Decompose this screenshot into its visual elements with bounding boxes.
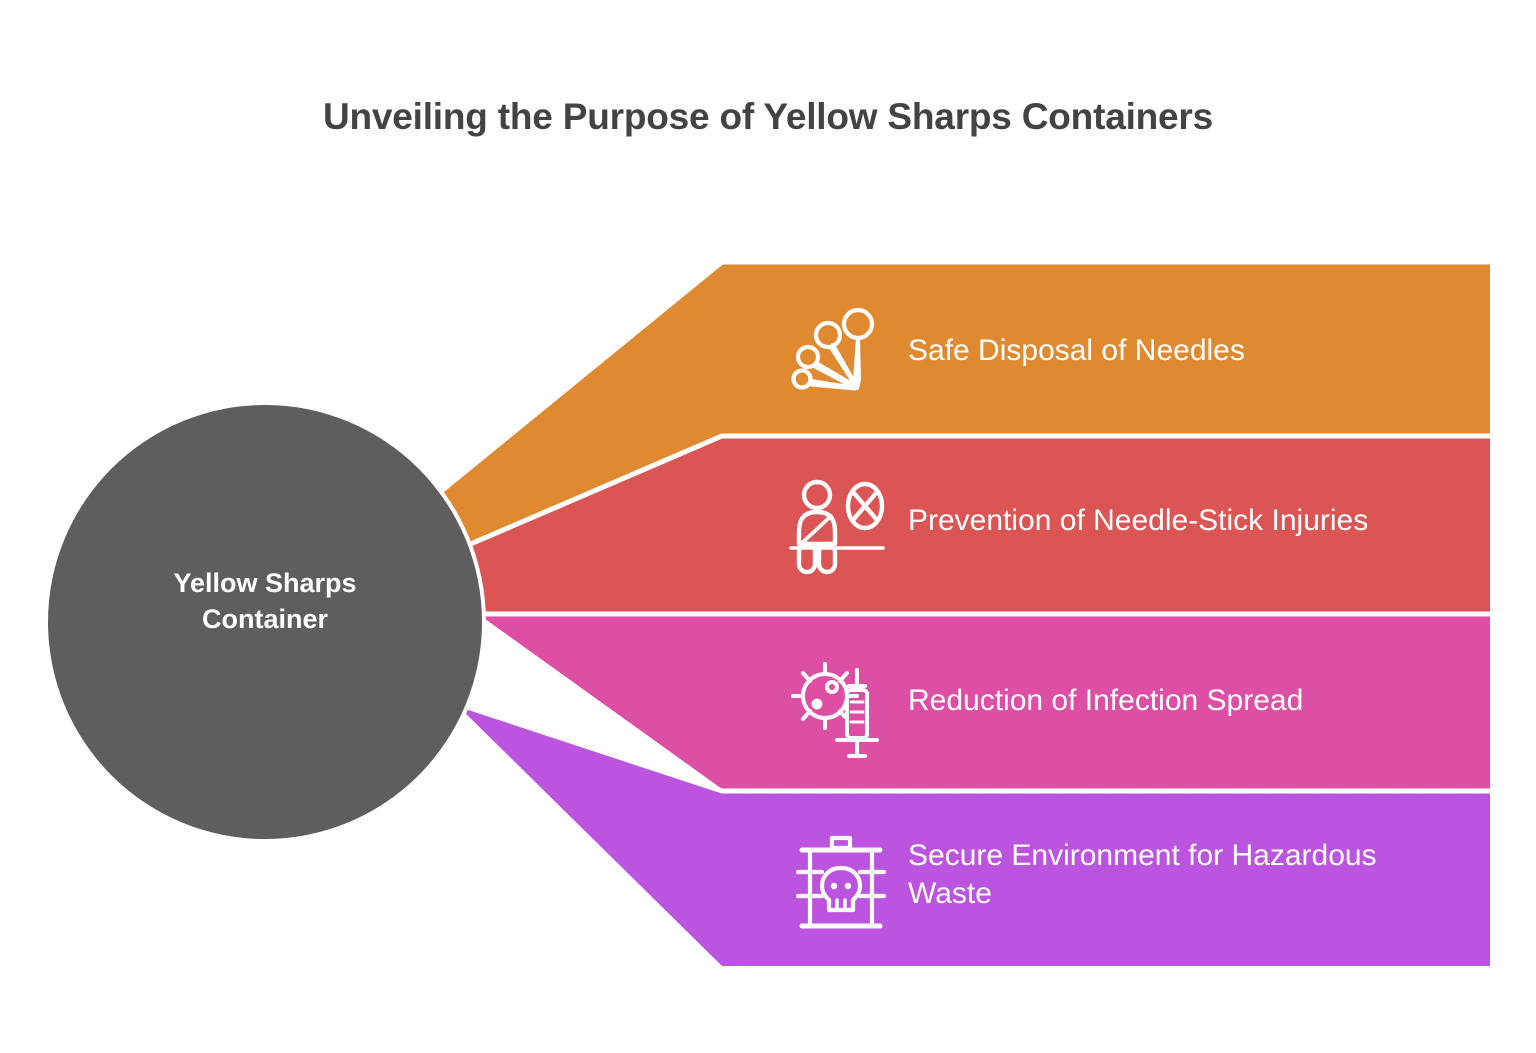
band-shape-3[interactable]: [455, 703, 1490, 966]
band-separators: [438, 259, 1490, 794]
hazardous-waste-barrel-icon: [795, 835, 887, 929]
needle-stick-injury-icon: [789, 479, 885, 575]
hub-circle[interactable]: [44, 401, 486, 843]
band-shape-1[interactable]: [466, 438, 1490, 612]
virus-syringe-icon: [791, 662, 879, 758]
needles-icon: [791, 307, 875, 391]
band-shape-2[interactable]: [481, 616, 1490, 789]
band-shape-0[interactable]: [440, 262, 1490, 544]
page-title: Unveiling the Purpose of Yellow Sharps C…: [322, 96, 1214, 137]
